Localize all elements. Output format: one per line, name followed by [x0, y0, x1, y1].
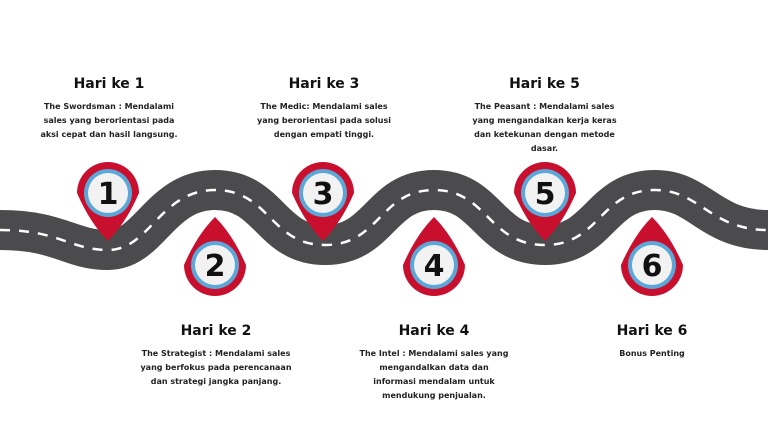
step-card-6: Hari ke 6 Bonus Penting [592, 323, 712, 361]
step-title-1: Hari ke 1 [73, 76, 145, 92]
pin-number-4: 4 [424, 249, 445, 284]
step-title-6: Hari ke 6 [616, 323, 688, 339]
pin-number-2: 2 [205, 249, 226, 284]
step-desc-6: Bonus Penting [619, 349, 685, 358]
pin-marker-1: 1 [77, 162, 139, 241]
step-card-4: Hari ke 4 The Intel : Mendalami sales ya… [358, 323, 510, 403]
pin-number-6: 6 [642, 249, 663, 284]
pin-marker-5: 5 [514, 162, 576, 241]
road-lane-marking [0, 188, 768, 252]
step-card-3: Hari ke 3 The Medic: Mendalami sales yan… [248, 76, 400, 142]
step-desc-2: The Strategist : Mendalami sales yang be… [140, 349, 292, 386]
pin-number-1: 1 [98, 177, 119, 212]
step-desc-5: The Peasant : Mendalami sales yang menga… [472, 102, 617, 153]
pin-marker-3: 3 [292, 162, 354, 241]
step-desc-3: The Medic: Mendalami sales yang berorien… [257, 102, 391, 139]
step-card-2: Hari ke 2 The Strategist : Mendalami sal… [140, 323, 292, 389]
step-title-3: Hari ke 3 [288, 76, 360, 92]
step-title-5: Hari ke 5 [509, 76, 580, 92]
pin-number-3: 3 [313, 177, 334, 212]
step-desc-4: The Intel : Mendalami sales yang mengand… [359, 349, 509, 400]
step-title-2: Hari ke 2 [180, 323, 252, 339]
pin-number-5: 5 [535, 177, 556, 212]
pin-marker-6: 6 [621, 217, 683, 296]
pin-marker-4: 4 [403, 217, 465, 296]
step-card-1: Hari ke 1 The Swordsman : Mendalami sale… [34, 76, 184, 142]
step-desc-1: The Swordsman : Mendalami sales yang ber… [40, 102, 178, 139]
step-card-5: Hari ke 5 The Peasant : Mendalami sales … [467, 76, 622, 156]
step-title-4: Hari ke 4 [398, 323, 470, 339]
pin-marker-2: 2 [184, 217, 246, 296]
